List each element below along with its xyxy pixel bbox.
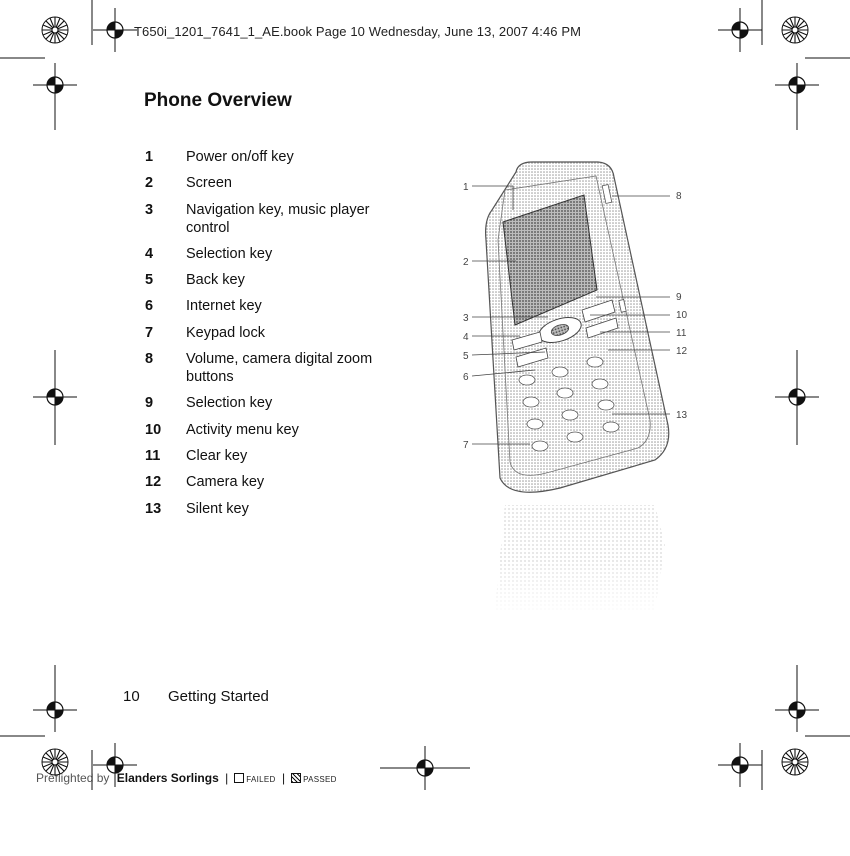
callout-5: 5 xyxy=(463,351,469,362)
callout-12: 12 xyxy=(676,346,688,357)
callout-7: 7 xyxy=(463,440,469,451)
callout-13: 13 xyxy=(676,410,688,421)
callout-4: 4 xyxy=(463,332,469,343)
color-bar-rosette-icon xyxy=(782,17,808,43)
registration-mark-icon xyxy=(718,8,762,52)
callout-11: 11 xyxy=(676,328,687,339)
registration-mark-icon xyxy=(93,743,137,787)
color-bar-rosette-icon xyxy=(42,749,68,775)
callout-1: 1 xyxy=(463,182,469,193)
crop-marks xyxy=(0,0,850,790)
callout-3: 3 xyxy=(463,313,469,324)
callout-8: 8 xyxy=(676,191,682,202)
color-bar-rosette-icon xyxy=(782,749,808,775)
callout-6: 6 xyxy=(463,372,469,383)
registration-mark-icon xyxy=(93,8,137,52)
callout-2: 2 xyxy=(463,257,469,268)
color-bar-rosette-icon xyxy=(42,17,68,43)
callout-10: 10 xyxy=(676,310,688,321)
callout-9: 9 xyxy=(676,292,682,303)
phone-illustration xyxy=(486,162,670,615)
registration-mark-icon xyxy=(718,743,762,787)
